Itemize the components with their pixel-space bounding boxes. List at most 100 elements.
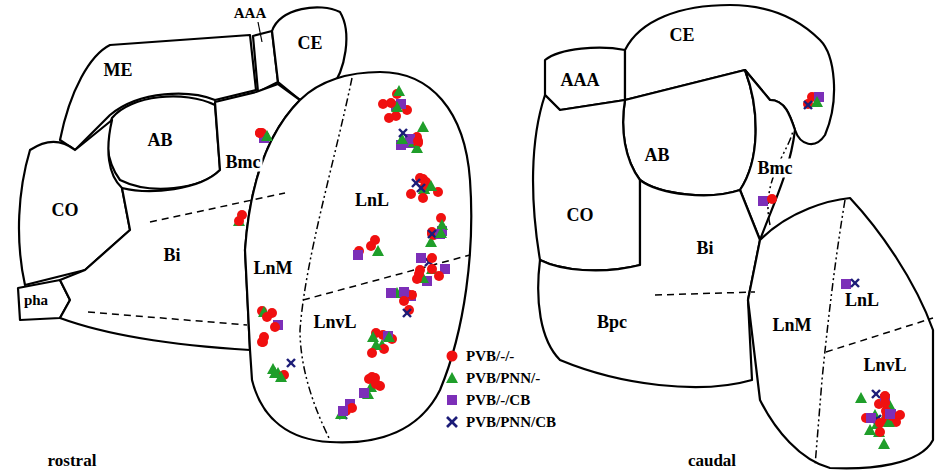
cell-marker: [872, 390, 880, 398]
cell-marker: [436, 219, 448, 230]
nucleus-region: pha: [22, 291, 50, 309]
cell-marker: [811, 96, 823, 107]
legend-markers: [446, 351, 458, 428]
cell-marker: [393, 85, 405, 96]
nucleus-region: AB: [642, 146, 671, 165]
cell-marker: [412, 179, 420, 187]
cell-marker: [399, 129, 407, 137]
region-label: AAA: [559, 71, 602, 90]
cell-marker: [403, 309, 411, 317]
cell-marker: [234, 216, 244, 226]
nucleus-region: AAA: [232, 4, 269, 22]
section-label: rostral: [46, 451, 99, 471]
nucleus-region: Bi: [161, 246, 182, 265]
cell-marker: [399, 296, 409, 306]
nucleus-region: LnM: [251, 259, 294, 278]
cell-marker: [885, 409, 895, 419]
cell-marker: [435, 227, 447, 238]
region-label: Bi: [161, 246, 182, 265]
legend-text: PVB/-/-: [464, 348, 516, 365]
cell-marker: [353, 250, 363, 260]
cell-marker: [338, 406, 348, 416]
cell-marker: [851, 279, 859, 287]
region-label: AAA: [232, 6, 269, 22]
nucleus-region: Bpc: [595, 313, 629, 332]
cell-marker: [367, 348, 377, 358]
region-label: ME: [102, 61, 135, 80]
region-label: Bmc: [224, 153, 263, 172]
cell-marker: [767, 194, 777, 204]
cell-markers: [233, 85, 905, 449]
region-label: CE: [667, 26, 696, 45]
region-label: LnvL: [311, 313, 358, 332]
section-label: caudal: [686, 451, 738, 471]
cell-marker: [417, 121, 429, 132]
cell-marker: [367, 331, 379, 342]
cell-marker: [412, 274, 422, 284]
nucleus-region: LnM: [770, 316, 813, 335]
cell-marker: [399, 287, 409, 297]
cell-marker: [803, 99, 813, 109]
cell-marker: [418, 193, 428, 203]
legend-text: PVB/PNN/-: [464, 370, 542, 387]
cell-marker: [370, 235, 380, 245]
cell-marker: [878, 438, 890, 449]
nucleus-region: LnL: [843, 291, 881, 310]
cell-marker: [406, 189, 416, 199]
region-label: CO: [50, 201, 81, 220]
cell-marker: [875, 427, 885, 437]
cell-marker: [428, 230, 436, 238]
region-label: Bpc: [595, 313, 629, 332]
cell-marker: [257, 337, 267, 347]
subdivision-lines: [88, 22, 933, 466]
nucleus-region: CO: [50, 201, 81, 220]
cell-marker: [233, 215, 245, 226]
cell-marker: [427, 253, 437, 263]
cell-marker: [413, 136, 423, 146]
cell-marker: [427, 264, 437, 274]
cell-marker: [270, 322, 280, 332]
nucleus-region: ME: [102, 61, 135, 80]
region-label: Bi: [694, 239, 715, 258]
region-label: pha: [22, 293, 50, 309]
region-label: Bmc: [756, 159, 795, 178]
region-label: CO: [565, 206, 596, 225]
region-label: AB: [642, 146, 671, 165]
cell-marker: [258, 337, 268, 347]
nucleus-region: AAA: [559, 71, 602, 90]
nucleus-outlines: [18, 5, 933, 468]
nucleus-region: Bmc: [756, 159, 795, 178]
region-label: LnL: [843, 291, 881, 310]
cell-marker: [378, 99, 388, 109]
region-label: LnM: [251, 259, 294, 278]
cell-marker: [804, 101, 812, 109]
cell-marker: [347, 403, 357, 413]
cell-marker: [880, 398, 890, 408]
cell-marker: [886, 409, 896, 419]
region-label: AB: [145, 131, 174, 150]
cell-marker: [359, 388, 369, 398]
cell-marker: [386, 288, 396, 298]
region-label: LnL: [353, 191, 391, 210]
cell-marker: [269, 367, 281, 378]
nucleus-region: CE: [667, 26, 696, 45]
cell-marker: [425, 180, 437, 191]
cell-marker: [261, 130, 273, 141]
cell-marker: [383, 331, 395, 342]
cell-marker: [262, 312, 272, 322]
nucleus-region: LnvL: [861, 356, 908, 375]
nucleus-region: LnvL: [311, 313, 358, 332]
legend-text: PVB/-/CB: [464, 392, 532, 409]
nucleus-region: CO: [565, 206, 596, 225]
region-label: LnM: [770, 316, 813, 335]
nucleus-region: CE: [295, 34, 324, 53]
cell-marker: [384, 113, 394, 123]
cell-marker: [864, 424, 876, 435]
region-label: LnvL: [861, 356, 908, 375]
region-label: CE: [295, 34, 324, 53]
cell-marker: [287, 359, 295, 367]
cell-marker: [855, 392, 867, 403]
nucleus-region: Bmc: [224, 153, 263, 172]
cell-marker: [841, 279, 851, 289]
